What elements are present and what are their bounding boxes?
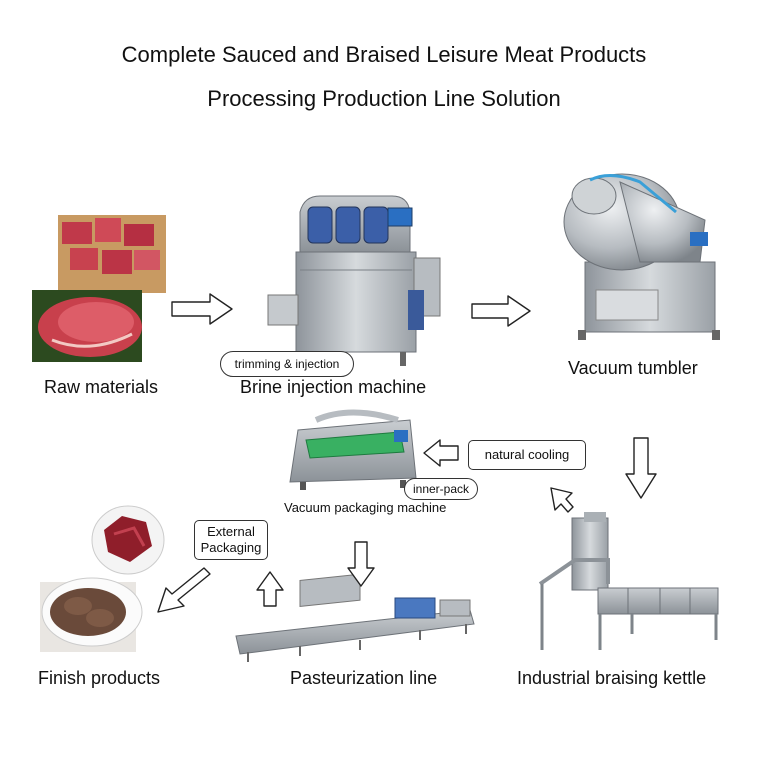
outline-arrow-icon (471, 295, 531, 327)
note-external-packaging: External Packaging (194, 520, 268, 560)
outline-arrow-icon (625, 437, 657, 499)
vacuum-tumbler-machine (563, 173, 720, 340)
pasteurization-line-machine (235, 573, 475, 662)
title-line-1: Complete Sauced and Braised Leisure Meat… (121, 42, 647, 67)
raw-meat-photo (32, 215, 166, 362)
note-external-line-2: Packaging (200, 540, 262, 555)
outline-arrow-icon (423, 439, 459, 467)
note-trimming-injection: trimming & injection (220, 351, 354, 377)
title-line-2: Processing Production Line Solution (207, 86, 561, 111)
label-finish-products: Finish products (38, 668, 161, 688)
note-external-line-1: External (207, 524, 255, 539)
outline-arrow-icon (157, 567, 211, 613)
label-raw-materials: Raw materials (44, 377, 159, 397)
label-vacuum-tumbler: Vacuum tumbler (568, 358, 698, 378)
label-pasteurization: Pasteurization line (290, 668, 438, 688)
label-braising-kettle: Industrial braising kettle (517, 668, 707, 688)
brine-injector-machine (267, 195, 441, 366)
vacuum-packaging-machine (289, 409, 417, 490)
label-brine-injection: Brine injection machine (240, 377, 427, 397)
outline-arrow-icon (550, 487, 574, 513)
note-natural-cooling: natural cooling (468, 440, 586, 470)
braising-kettle-machine (538, 512, 719, 650)
outline-arrow-icon (171, 293, 233, 325)
outline-arrow-icon (347, 541, 375, 587)
finished-beef-photo (40, 505, 165, 652)
label-vacuum-packaging: Vacuum packaging machine (284, 500, 447, 515)
note-inner-pack: inner-pack (404, 478, 478, 500)
outline-arrow-icon (256, 571, 284, 607)
